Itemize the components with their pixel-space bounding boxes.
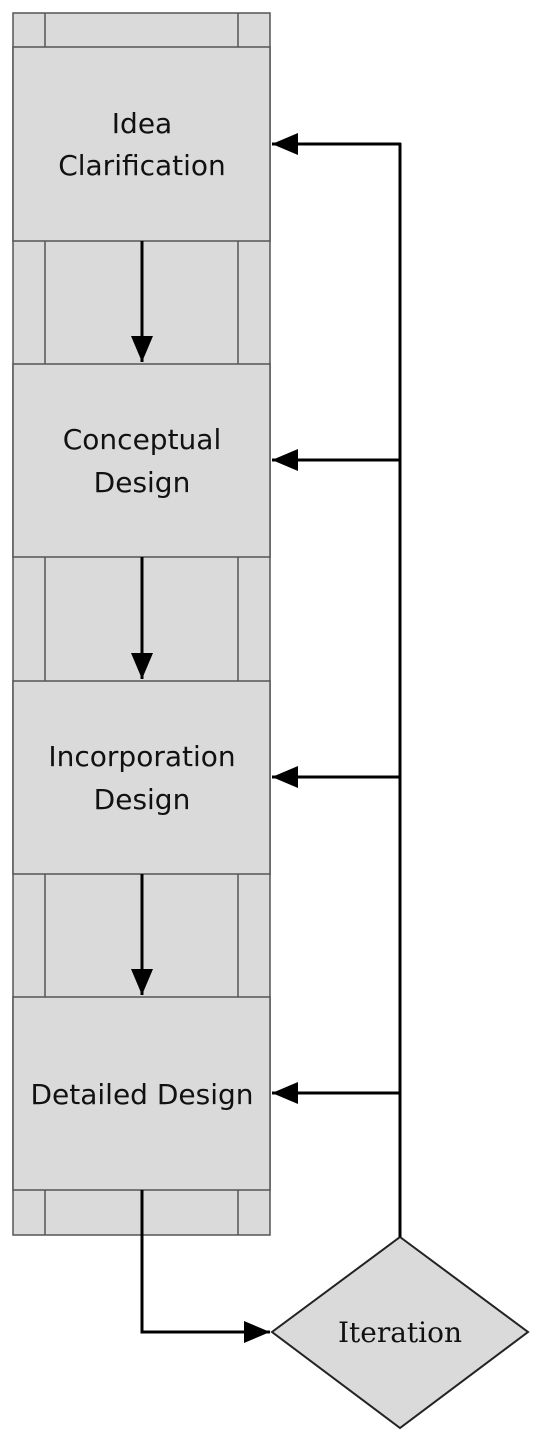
stage-label-incorporation-line-1: Incorporation bbox=[48, 740, 235, 773]
stage-label-conceptual-line-2: Design bbox=[94, 466, 191, 499]
stage-label-idea-line-2: Clarification bbox=[58, 149, 226, 182]
stage-label-detailed-design: Detailed Design bbox=[30, 1078, 253, 1111]
stage-box-idea-clarification bbox=[12, 46, 271, 242]
stage-box-detailed-design bbox=[12, 996, 271, 1191]
iteration-decision-diamond bbox=[270, 1235, 530, 1430]
connector-strip-bottom bbox=[44, 1190, 239, 1235]
stage-label-idea-line-1: Idea bbox=[112, 107, 172, 140]
flow-arrow-to-iteration bbox=[140, 1190, 270, 1343]
stage-label-conceptual-line-1: Conceptual bbox=[63, 423, 221, 456]
iteration-label: Iteration bbox=[338, 1316, 462, 1349]
connector-strip-3 bbox=[44, 874, 239, 997]
connector-strip-2 bbox=[44, 557, 239, 681]
connector-strip-top bbox=[44, 13, 239, 47]
stage-box-incorporation-design bbox=[12, 680, 271, 875]
stage-box-conceptual-design bbox=[12, 363, 271, 558]
connector-strip-1 bbox=[44, 241, 239, 364]
stage-label-incorporation-line-2: Design bbox=[94, 783, 191, 816]
